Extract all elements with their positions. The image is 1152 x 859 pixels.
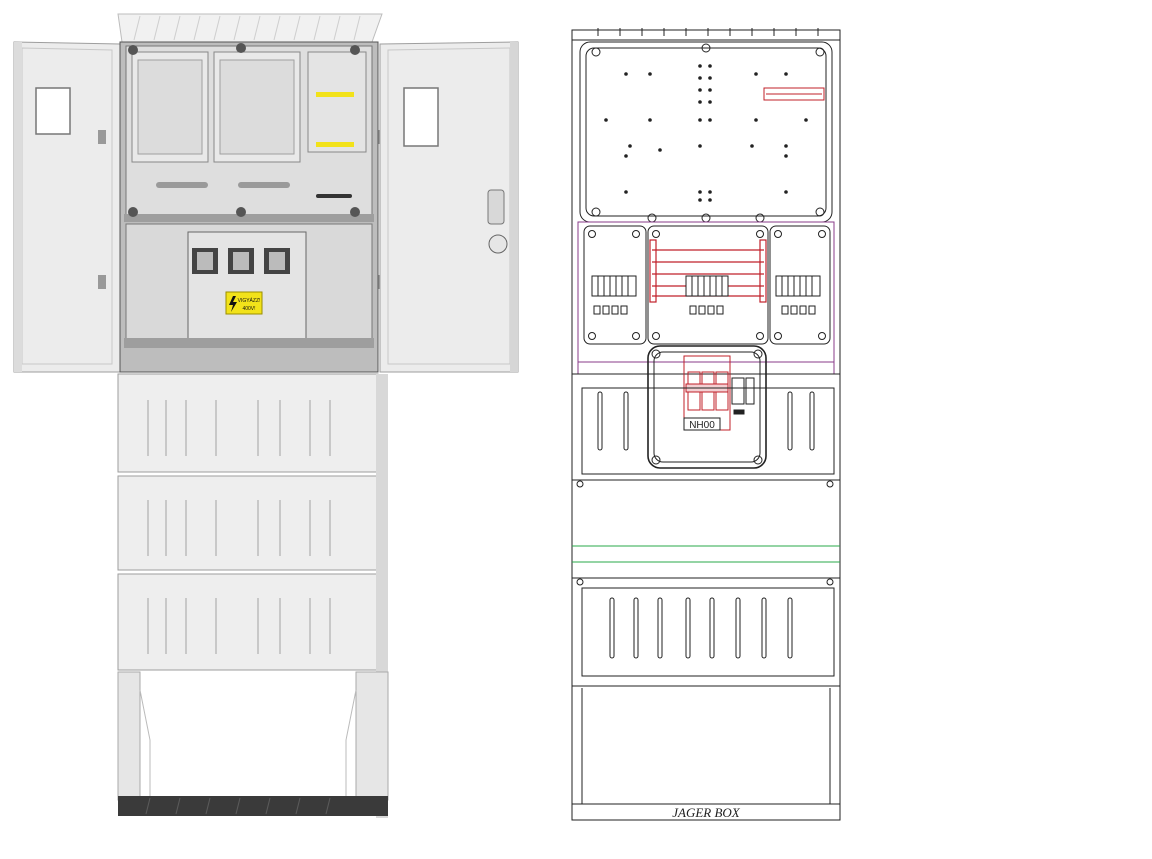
warning-label-line2: 400V! <box>242 306 255 312</box>
door-lock <box>488 234 508 254</box>
left-door <box>13 41 121 373</box>
terminal-strip-red <box>763 87 825 101</box>
brand-footer: JAGER BOX <box>672 805 741 820</box>
base-plinth <box>118 796 388 816</box>
top-plate-holes <box>604 64 808 202</box>
cabinet-base <box>117 671 389 816</box>
door-latch <box>487 189 505 225</box>
lower-panel-1 <box>581 387 835 475</box>
drawing-outer-frame <box>571 29 841 821</box>
left-door-window <box>35 87 71 135</box>
right-door <box>372 41 519 373</box>
high-voltage-icon <box>229 296 237 312</box>
cabinet-photo: VIGYÁZZ! 400V! <box>13 13 519 818</box>
lower-panel-2 <box>581 587 835 677</box>
top-mounting-plate <box>579 41 833 223</box>
middle-screws <box>588 230 826 340</box>
cabinet-roof <box>117 13 383 43</box>
meter-compartment: VIGYÁZZ! 400V! <box>119 41 379 373</box>
busbar-plate <box>647 225 769 345</box>
right-door-window <box>403 87 439 147</box>
cabinet-drawing: NH00 JAGER BOX <box>571 28 841 821</box>
lower-panels <box>117 373 388 818</box>
top-plate-screws <box>591 43 825 223</box>
middle-frame <box>577 221 835 375</box>
roof-ticks <box>597 28 819 36</box>
nh00-fuse-box: NH00 <box>647 345 767 469</box>
high-voltage-warning-label: VIGYÁZZ! 400V! <box>225 291 263 315</box>
warning-label-line1: VIGYÁZZ! <box>238 297 261 304</box>
terminal-blocks <box>591 275 821 315</box>
fuse-label: NH00 <box>689 420 715 431</box>
